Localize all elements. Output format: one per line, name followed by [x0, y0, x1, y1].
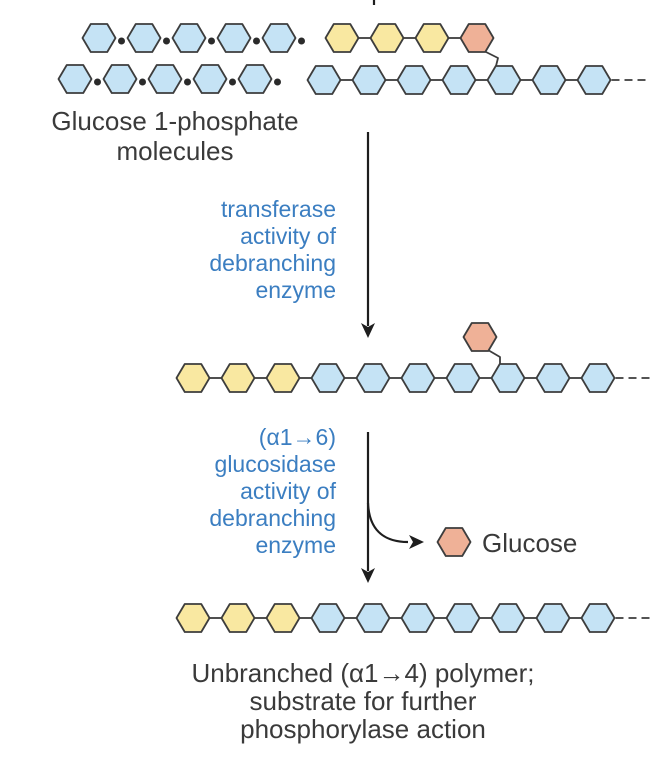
glucose-unit-hexagon	[237, 64, 273, 94]
glucose-unit-hexagon	[580, 603, 616, 633]
transferase-label-line: transferase	[220, 196, 336, 222]
glucose-unit-hexagon	[462, 322, 498, 352]
glucose-unit-hexagon	[490, 363, 526, 393]
glucose-unit-hexagon	[355, 363, 391, 393]
glucose-unit-hexagon	[310, 363, 346, 393]
glucose-unit-hexagon	[445, 603, 481, 633]
glucose-unit-hexagon	[102, 64, 138, 94]
phosphate-dot	[298, 37, 305, 45]
transferase-label-line: activity of	[240, 223, 336, 249]
phosphate-dot	[274, 78, 281, 86]
glucose-unit-hexagon	[580, 363, 616, 393]
glucose-unit-hexagon	[265, 603, 301, 633]
caption-line-1: Unbranched (α1→4) polymer;	[191, 658, 535, 688]
glucosidase-label-line: activity of	[240, 478, 336, 504]
phosphate-dot	[208, 37, 215, 45]
glucose-1-phosphate-label: Glucose 1-phosphate molecules	[25, 106, 325, 166]
glucose-unit-hexagon	[576, 65, 612, 95]
glucose-unit-hexagon	[192, 64, 228, 94]
glucose-unit-hexagon	[459, 23, 495, 53]
glucose-unit-hexagon	[351, 65, 387, 95]
glucosidase-label-line: (α1→6)	[258, 424, 336, 450]
glucose-unit-hexagon	[216, 23, 252, 53]
phosphate-dot	[94, 78, 101, 86]
glucose-unit-hexagon	[81, 23, 117, 53]
glucose-release-arrow	[366, 502, 409, 544]
glucose-unit-hexagon	[57, 64, 93, 94]
glucose-unit-hexagon	[414, 23, 450, 53]
phosphate-dot	[253, 37, 260, 45]
glucose-unit-hexagon	[369, 23, 405, 53]
transferase-label-line: debranching	[209, 250, 336, 276]
glucose-unit-hexagon	[175, 603, 211, 633]
glucose-unit-hexagon	[126, 23, 162, 53]
glucose-unit-hexagon	[306, 65, 342, 95]
glucose-unit-hexagon	[171, 23, 207, 53]
glucose-unit-hexagon	[324, 23, 360, 53]
glucose-unit-hexagon	[490, 603, 526, 633]
transferase-label-line: enzyme	[255, 277, 336, 303]
glucose-unit-hexagon	[400, 363, 436, 393]
glucose-unit-hexagon	[436, 527, 472, 557]
phosphate-dot	[139, 78, 146, 86]
released-glucose-label: Glucose	[482, 528, 578, 558]
glucosidase-label-line: enzyme	[255, 532, 336, 558]
glucosidase-label-line: glucosidase	[214, 451, 336, 477]
phosphate-dot	[118, 37, 125, 45]
caption-line-2: substrate for further	[249, 686, 477, 716]
arrow-step-2-head	[361, 568, 375, 583]
glucose-unit-hexagon	[310, 603, 346, 633]
glucose-unit-hexagon	[400, 603, 436, 633]
glucose-unit-hexagon	[396, 65, 432, 95]
glucose-1-phosphate-line-2: molecules	[116, 136, 234, 166]
glucose-unit-hexagon	[535, 363, 571, 393]
glucose-unit-hexagon	[531, 65, 567, 95]
glucose-unit-hexagon	[535, 603, 571, 633]
phosphate-dot	[184, 78, 191, 86]
alpha-1-6-link-mid	[487, 349, 501, 364]
phosphate-dot	[229, 78, 236, 86]
glucosidase-label-line: debranching	[209, 505, 336, 531]
glucose-release-arrow-head	[409, 535, 424, 549]
glucose-unit-hexagon	[441, 65, 477, 95]
glucose-unit-hexagon	[261, 23, 297, 53]
phosphate-dot	[163, 37, 170, 45]
glucose-unit-hexagon	[147, 64, 183, 94]
glucose-unit-hexagon	[486, 65, 522, 95]
alpha-1-6-link-top	[485, 51, 499, 67]
glucose-unit-hexagon	[175, 363, 211, 393]
glucose-unit-hexagon	[355, 603, 391, 633]
caption: Unbranched (α1→4) polymer; substrate for…	[113, 659, 613, 743]
glucose-unit-hexagon	[220, 363, 256, 393]
glucose-1-phosphate-line-1: Glucose 1-phosphate	[51, 106, 299, 136]
transferase-activity-label: transferase activity of debranching enzy…	[116, 196, 336, 304]
glucose-unit-hexagon	[445, 363, 481, 393]
glucose-unit-hexagon	[265, 363, 301, 393]
glucose-unit-hexagon	[220, 603, 256, 633]
caption-line-3: phosphorylase action	[240, 714, 486, 744]
glucosidase-activity-label: (α1→6) glucosidase activity of debranchi…	[116, 424, 336, 559]
arrow-step-1-head	[361, 323, 375, 338]
